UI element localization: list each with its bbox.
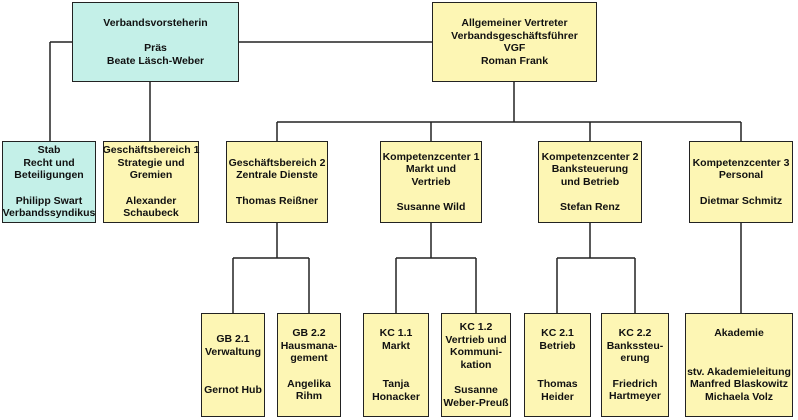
box-text-line: Angelika (287, 377, 331, 390)
box-text-line: Weber-Preuß (443, 396, 509, 409)
box-text-line: Allgemeiner Vertreter (461, 17, 568, 29)
box-text-line: Stefan Renz (559, 201, 621, 213)
box-text-line: Vertrieb (411, 175, 451, 188)
box-text-line: Manfred Blaskowitz (689, 378, 789, 390)
box-text-line: Bankssteu- (606, 339, 664, 352)
box-text-line: Gremien (129, 169, 173, 182)
box-text-line: Hartmeyer (609, 390, 661, 403)
box-text-line: Kompetenzcenter 3 (692, 156, 790, 169)
box-text-line: Verbandsvorsteherin (103, 16, 208, 29)
box-text-line: Geschäftsbereich 1 (102, 144, 200, 157)
box-text-line: stv. Akademieleitung (687, 365, 791, 378)
box-text-line: Gernot Hub (204, 384, 262, 397)
box-text-line: Rihm (295, 390, 323, 403)
box-text-line: Susanne Wild (396, 201, 466, 213)
box-text-line: Beate Läsch-Weber (106, 54, 205, 67)
box-text-line: Recht und (23, 156, 75, 169)
box-text-line: Markt (381, 339, 410, 352)
box-text-line: Personal (718, 169, 764, 182)
box-text-line: Verbandsgeschäftsführer (451, 29, 578, 42)
box-text-line: Philipp Swart (15, 194, 83, 207)
box-text-line: Strategie und (117, 156, 185, 169)
box-text-line: kation (460, 358, 492, 371)
box-text-line: Betrieb (539, 339, 576, 352)
box-text-line: KC 1.2 (459, 321, 493, 333)
box-text-line: Susanne (454, 384, 498, 396)
box-text-line: GB 2.1 (216, 333, 250, 346)
box-text-line: Thomas Reißner (235, 194, 319, 207)
box-text-line: Thomas (537, 378, 578, 390)
box-text-line: Schaubeck (123, 207, 179, 220)
box-text-line: KC 1.1 (379, 327, 413, 339)
box-text-line: Zentrale Dienste (236, 169, 318, 182)
box-text-line: Honacker (372, 390, 420, 403)
box-text-line: Hausmana- (280, 339, 338, 352)
box-text-line: Beteiligungen (14, 169, 84, 182)
box-text-line: Kompetenzcenter 2 (541, 150, 639, 163)
box-text-line: Verwaltung (205, 345, 262, 358)
box-text-line: gement (290, 352, 328, 365)
box-text-line: Tanja (382, 378, 410, 390)
box-text-line: erung (620, 352, 650, 365)
box-text-line: KC 2.2 (618, 327, 652, 340)
box-text-line: Michaela Volz (704, 390, 774, 403)
box-text-line: GB 2.2 (292, 327, 326, 340)
box-text-line: Markt und (405, 163, 457, 175)
box-text-line: Banksteuerung (551, 163, 629, 175)
box-text-line: und Betrieb (560, 175, 620, 188)
box-text-line: Kommuni- (450, 346, 502, 358)
box-text-line: Stab (37, 144, 61, 157)
box-text-line: Heider (541, 390, 574, 403)
box-text-line: Dietmar Schmitz (699, 194, 783, 207)
box-text-line: Vertrieb und (445, 333, 507, 346)
box-text-line: Präs (144, 42, 167, 55)
box-text-line: Friedrich (612, 377, 658, 390)
box-text-line: KC 2.1 (541, 327, 574, 339)
box-text-line: Kompetenzcenter 1 (382, 150, 480, 163)
box-text-line: Verbandssyndikus (2, 207, 96, 220)
box-text-line: Roman Frank (480, 54, 549, 67)
box-text-line: Akademie (714, 327, 764, 339)
box-text-line: Geschäftsbereich 2 (228, 156, 326, 169)
box-text-line: VGF (503, 42, 526, 54)
box-text-line: Alexander (125, 194, 177, 207)
